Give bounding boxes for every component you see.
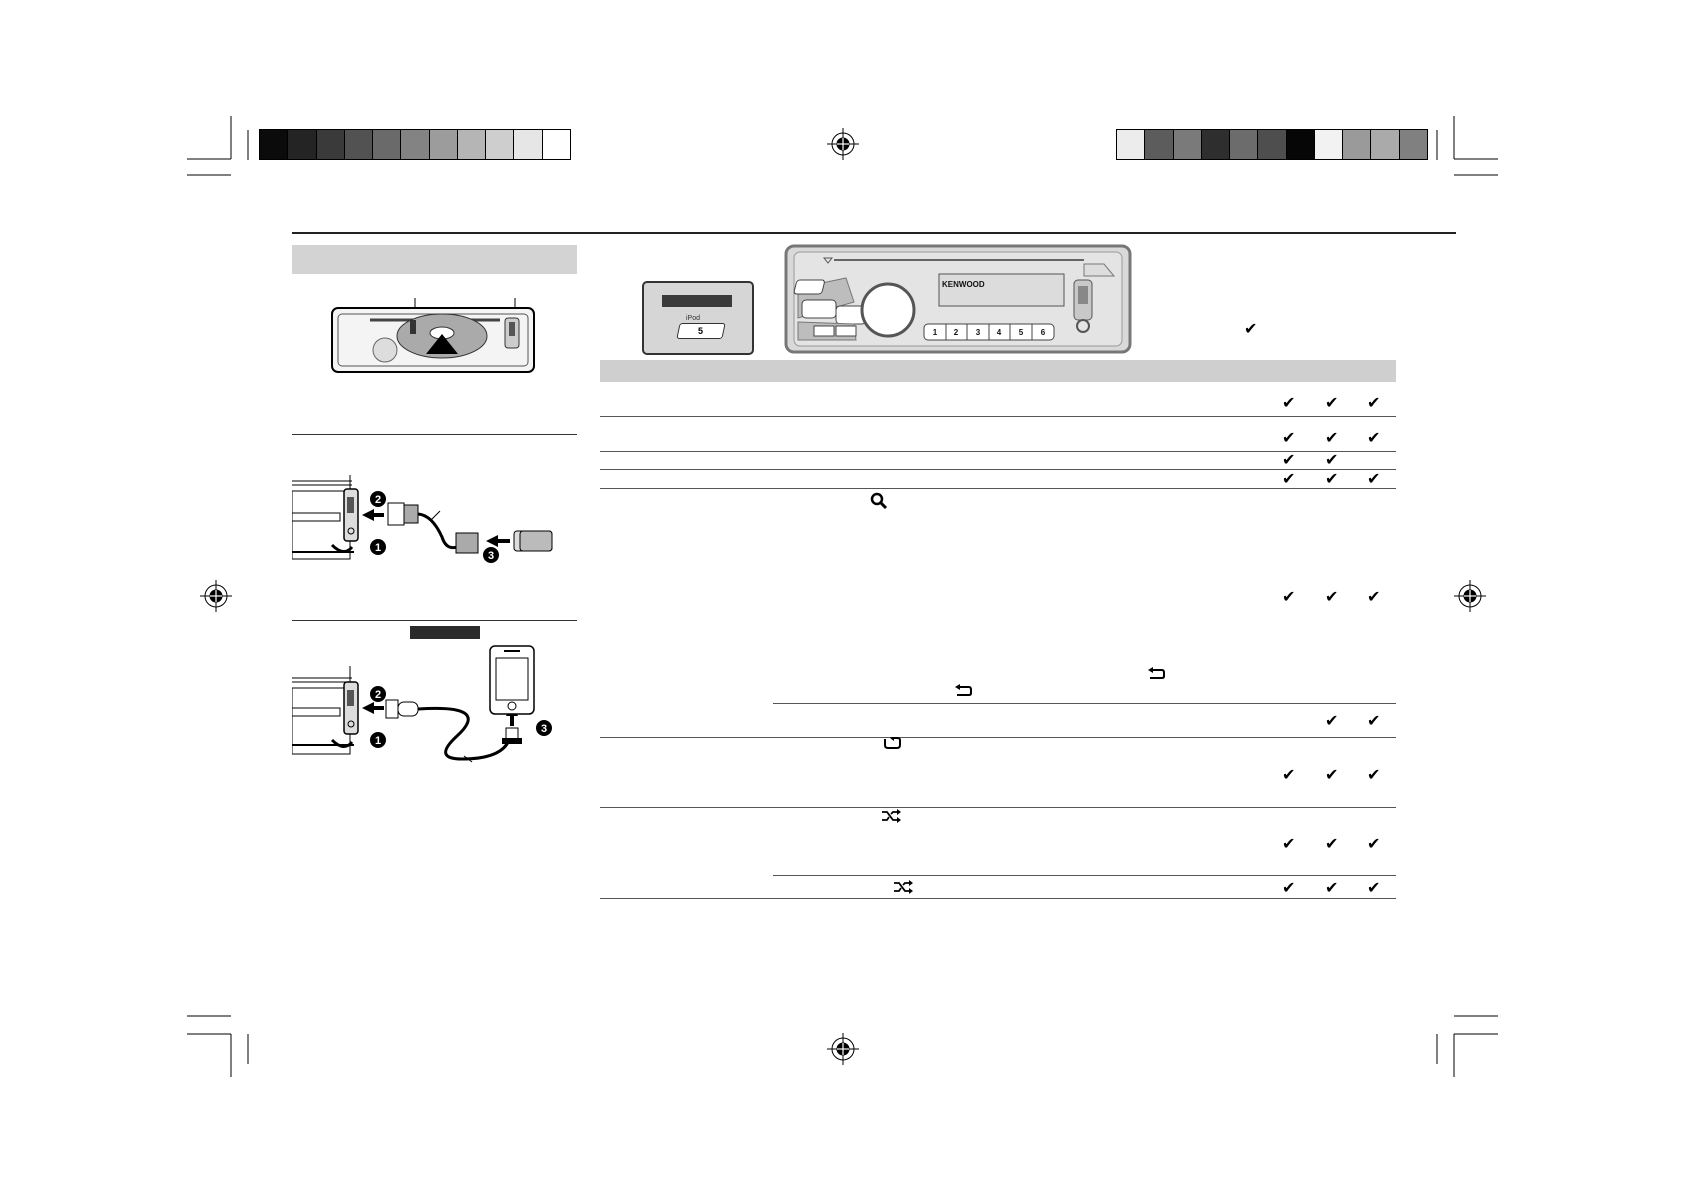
- color-swatch: [1258, 130, 1287, 159]
- row-sep-2: [600, 451, 1396, 452]
- color-swatch: [344, 130, 374, 159]
- svg-text:3: 3: [488, 550, 494, 562]
- check-mark: ✔: [1367, 469, 1381, 488]
- color-swatch: [260, 130, 289, 159]
- check-mark: ✔: [1325, 393, 1339, 412]
- model-label-box: [410, 626, 480, 639]
- check-mark: ✔: [1282, 834, 1296, 853]
- check-mark: ✔: [1367, 834, 1381, 853]
- check-mark: ✔: [1367, 587, 1381, 606]
- color-swatch: [1399, 130, 1427, 159]
- color-swatch: [1117, 130, 1146, 159]
- row-sep-1: [600, 416, 1396, 417]
- row-sep-4: [600, 488, 1396, 489]
- color-swatch: [1371, 130, 1400, 159]
- usb-connection-illustration: 2 1 3: [292, 475, 553, 563]
- check-mark: ✔: [1325, 587, 1339, 606]
- divider-2: [292, 620, 577, 621]
- row-sep-7: [600, 807, 1396, 808]
- check-mark: ✔: [1325, 469, 1339, 488]
- row-sep-5: [773, 703, 1396, 704]
- divider-1: [292, 434, 577, 435]
- svg-text:2: 2: [375, 689, 381, 701]
- color-swatch: [429, 130, 458, 159]
- ipod-tag: iPod: [686, 315, 701, 322]
- check-mark: ✔: [1325, 878, 1339, 897]
- svg-text:3: 3: [976, 328, 981, 337]
- check-mark: ✔: [1282, 393, 1296, 412]
- svg-text:6: 6: [1041, 328, 1046, 337]
- check-mark: ✔: [1282, 450, 1296, 469]
- check-mark: ✔: [1282, 428, 1296, 447]
- row-sep-3: [600, 469, 1396, 470]
- disc-insert-illustration: [331, 298, 535, 373]
- color-swatch: [486, 130, 515, 159]
- svg-text:1: 1: [375, 542, 381, 554]
- color-swatch: [542, 130, 570, 159]
- color-swatch: [1286, 130, 1315, 159]
- color-swatch: [1145, 130, 1174, 159]
- color-swatch: [1201, 130, 1231, 159]
- header-rule: [292, 232, 1456, 234]
- svg-text:1: 1: [375, 735, 381, 747]
- svg-text:1: 1: [933, 328, 938, 337]
- check-mark: ✔: [1282, 469, 1296, 488]
- ipod-connection-illustration: 2 1 3: [292, 645, 552, 763]
- color-swatch: [1314, 130, 1344, 159]
- svg-text:4: 4: [997, 328, 1002, 337]
- check-mark: ✔: [1325, 450, 1339, 469]
- section-header-bar: [292, 245, 577, 274]
- check-mark: ✔: [1367, 878, 1381, 897]
- check-mark: ✔: [1325, 428, 1339, 447]
- row-sep-9: [600, 898, 1396, 899]
- check-mark: ✔: [1367, 711, 1381, 730]
- shuffle-icon: [882, 809, 901, 823]
- svg-text:2: 2: [954, 328, 959, 337]
- check-mark: ✔: [1325, 711, 1339, 730]
- color-swatch: [316, 130, 345, 159]
- svg-text:5: 5: [1019, 328, 1024, 337]
- color-bar-right: [1116, 129, 1428, 160]
- svg-text:2: 2: [375, 494, 381, 506]
- preset-button-5: 5: [676, 323, 726, 339]
- color-swatch: [401, 130, 430, 159]
- check-mark: ✔: [1367, 393, 1381, 412]
- color-swatch: [1230, 130, 1259, 159]
- head-unit-faceplate: KENWOOD 1 2 3 4 5 6: [784, 244, 1132, 354]
- color-swatch: [288, 130, 317, 159]
- color-swatch: [514, 130, 543, 159]
- back-icon: [955, 684, 972, 696]
- shuffle-icon: [894, 880, 913, 894]
- row-sep-6: [600, 737, 1396, 738]
- brand-logo: KENWOOD: [942, 280, 985, 289]
- check-mark: ✔: [1367, 428, 1381, 447]
- color-bar-left: [259, 129, 571, 160]
- check-mark: ✔: [1325, 834, 1339, 853]
- color-swatch: [1343, 130, 1372, 159]
- repeat-icon: [884, 737, 901, 749]
- check-mark: ✔: [1282, 587, 1296, 606]
- back-icon: [1148, 667, 1165, 679]
- table-header-bar: [600, 360, 1396, 382]
- preset-button-5-label: 5: [698, 326, 704, 336]
- svg-text:3: 3: [541, 723, 547, 735]
- color-swatch: [373, 130, 402, 159]
- check-mark: ✔: [1367, 765, 1381, 784]
- check-mark: ✔: [1282, 765, 1296, 784]
- row-sep-8: [773, 875, 1396, 876]
- check-mark: ✔: [1325, 765, 1339, 784]
- legend-check-icon: ✔: [1244, 319, 1258, 338]
- search-icon: [870, 492, 888, 510]
- color-swatch: [457, 130, 487, 159]
- preset-button-closeup: iPod 5: [642, 281, 754, 355]
- color-swatch: [1173, 130, 1202, 159]
- closeup-dark-label: [662, 295, 732, 307]
- check-mark: ✔: [1282, 878, 1296, 897]
